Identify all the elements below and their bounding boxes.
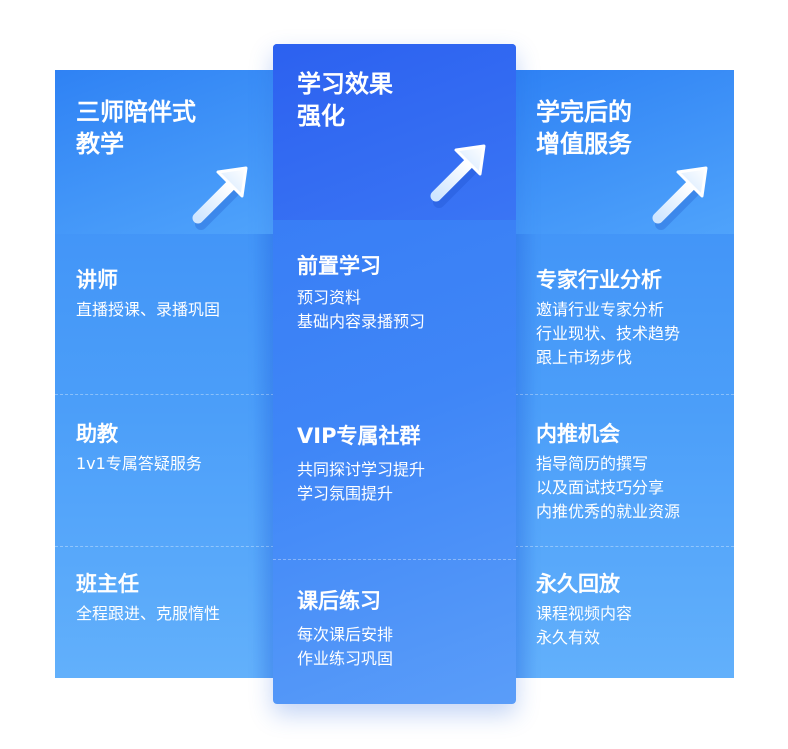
text-line: 共同探讨学习提升: [297, 460, 426, 479]
text-line: 课程视频内容: [536, 604, 633, 623]
section-title: 课后练习: [297, 589, 381, 613]
section-title: VIP专属社群: [297, 424, 421, 448]
text-line: 1v1专属答疑服务: [76, 454, 202, 473]
text-line: 邀请行业专家分析: [536, 300, 665, 319]
text-line: 以及面试技巧分享: [536, 478, 665, 497]
section-homework: 课后练习 每次课后安排 作业练习巩固: [273, 559, 516, 704]
text-line: 永久有效: [536, 628, 601, 647]
section-title: 班主任: [76, 572, 139, 596]
title-line: 教学: [76, 130, 124, 158]
text-line: 作业练习巩固: [297, 649, 394, 668]
section-vip-community: VIP专属社群 共同探讨学习提升 学习氛围提升: [273, 420, 516, 580]
arrow-up-right-icon: [422, 136, 494, 208]
section-title: 助教: [76, 422, 118, 446]
section-divider: [55, 546, 274, 547]
section-text: 每次课后安排 作业练习巩固: [297, 623, 393, 671]
text-line: 指导简历的撰写: [536, 454, 649, 473]
section-divider: [55, 394, 274, 395]
column-title: 学完后的 增值服务: [536, 96, 632, 160]
section-title: 永久回放: [536, 572, 620, 596]
text-line: 全程跟进、克服惰性: [76, 604, 221, 623]
text-line: 学习氛围提升: [297, 484, 394, 503]
column-value-added: 学完后的 增值服务 专家行业分析 邀请行业专家分析 行业现状、技术趋势 跟上市场…: [515, 70, 734, 678]
section-title: 内推机会: [536, 422, 620, 446]
column-title: 三师陪伴式 教学: [76, 96, 196, 160]
text-line: 基础内容录播预习: [297, 312, 426, 331]
section-title: 前置学习: [297, 254, 381, 278]
section-title: 讲师: [76, 268, 118, 292]
section-divider: [515, 394, 734, 395]
title-line: 三师陪伴式: [76, 98, 196, 126]
text-line: 跟上市场步伐: [536, 348, 633, 367]
section-expert-analysis: 专家行业分析 邀请行业专家分析 行业现状、技术趋势 跟上市场步伐: [515, 234, 734, 394]
title-line: 学习效果: [297, 70, 393, 98]
text-line: 每次课后安排: [297, 625, 394, 644]
section-text: 预习资料 基础内容录播预习: [297, 286, 425, 334]
section-replay: 永久回放 课程视频内容 永久有效: [515, 546, 734, 678]
column-learning-effect: 学习效果 强化 前置学习 预习资料 基础内容录播预习 VIP专属社群 共同探讨学…: [273, 44, 516, 704]
column-header: 三师陪伴式 教学: [55, 70, 274, 234]
text-line: 行业现状、技术趋势: [536, 324, 681, 343]
section-assistant: 助教 1v1专属答疑服务: [55, 394, 274, 546]
section-referral: 内推机会 指导简历的撰写 以及面试技巧分享 内推优秀的就业资源: [515, 394, 734, 546]
section-text: 直播授课、录播巩固: [76, 298, 220, 322]
column-header: 学完后的 增值服务: [515, 70, 734, 234]
column-teaching: 三师陪伴式 教学 讲师 直播授课、录播巩固 助教 1v1专属答疑服务 班主任 全…: [55, 70, 274, 678]
column-title: 学习效果 强化: [297, 68, 393, 132]
section-lecturer: 讲师 直播授课、录播巩固: [55, 234, 274, 394]
section-title: 专家行业分析: [536, 268, 662, 292]
title-line: 增值服务: [536, 130, 632, 158]
section-text: 共同探讨学习提升 学习氛围提升: [297, 458, 425, 506]
text-line: 预习资料: [297, 288, 362, 307]
section-text: 1v1专属答疑服务: [76, 452, 202, 476]
title-line: 强化: [297, 102, 345, 130]
section-text: 全程跟进、克服惰性: [76, 602, 220, 626]
section-class-teacher: 班主任 全程跟进、克服惰性: [55, 546, 274, 678]
section-divider: [273, 559, 516, 560]
text-line: 直播授课、录播巩固: [76, 300, 221, 319]
section-text: 指导简历的撰写 以及面试技巧分享 内推优秀的就业资源: [536, 452, 680, 524]
section-divider: [515, 546, 734, 547]
section-pre-study: 前置学习 预习资料 基础内容录播预习: [273, 220, 516, 420]
text-line: 内推优秀的就业资源: [536, 502, 681, 521]
column-header: 学习效果 强化: [273, 44, 516, 220]
section-text: 邀请行业专家分析 行业现状、技术趋势 跟上市场步伐: [536, 298, 680, 370]
arrow-up-right-icon: [644, 158, 716, 230]
title-line: 学完后的: [536, 98, 632, 126]
section-text: 课程视频内容 永久有效: [536, 602, 632, 650]
arrow-up-right-icon: [184, 158, 256, 230]
